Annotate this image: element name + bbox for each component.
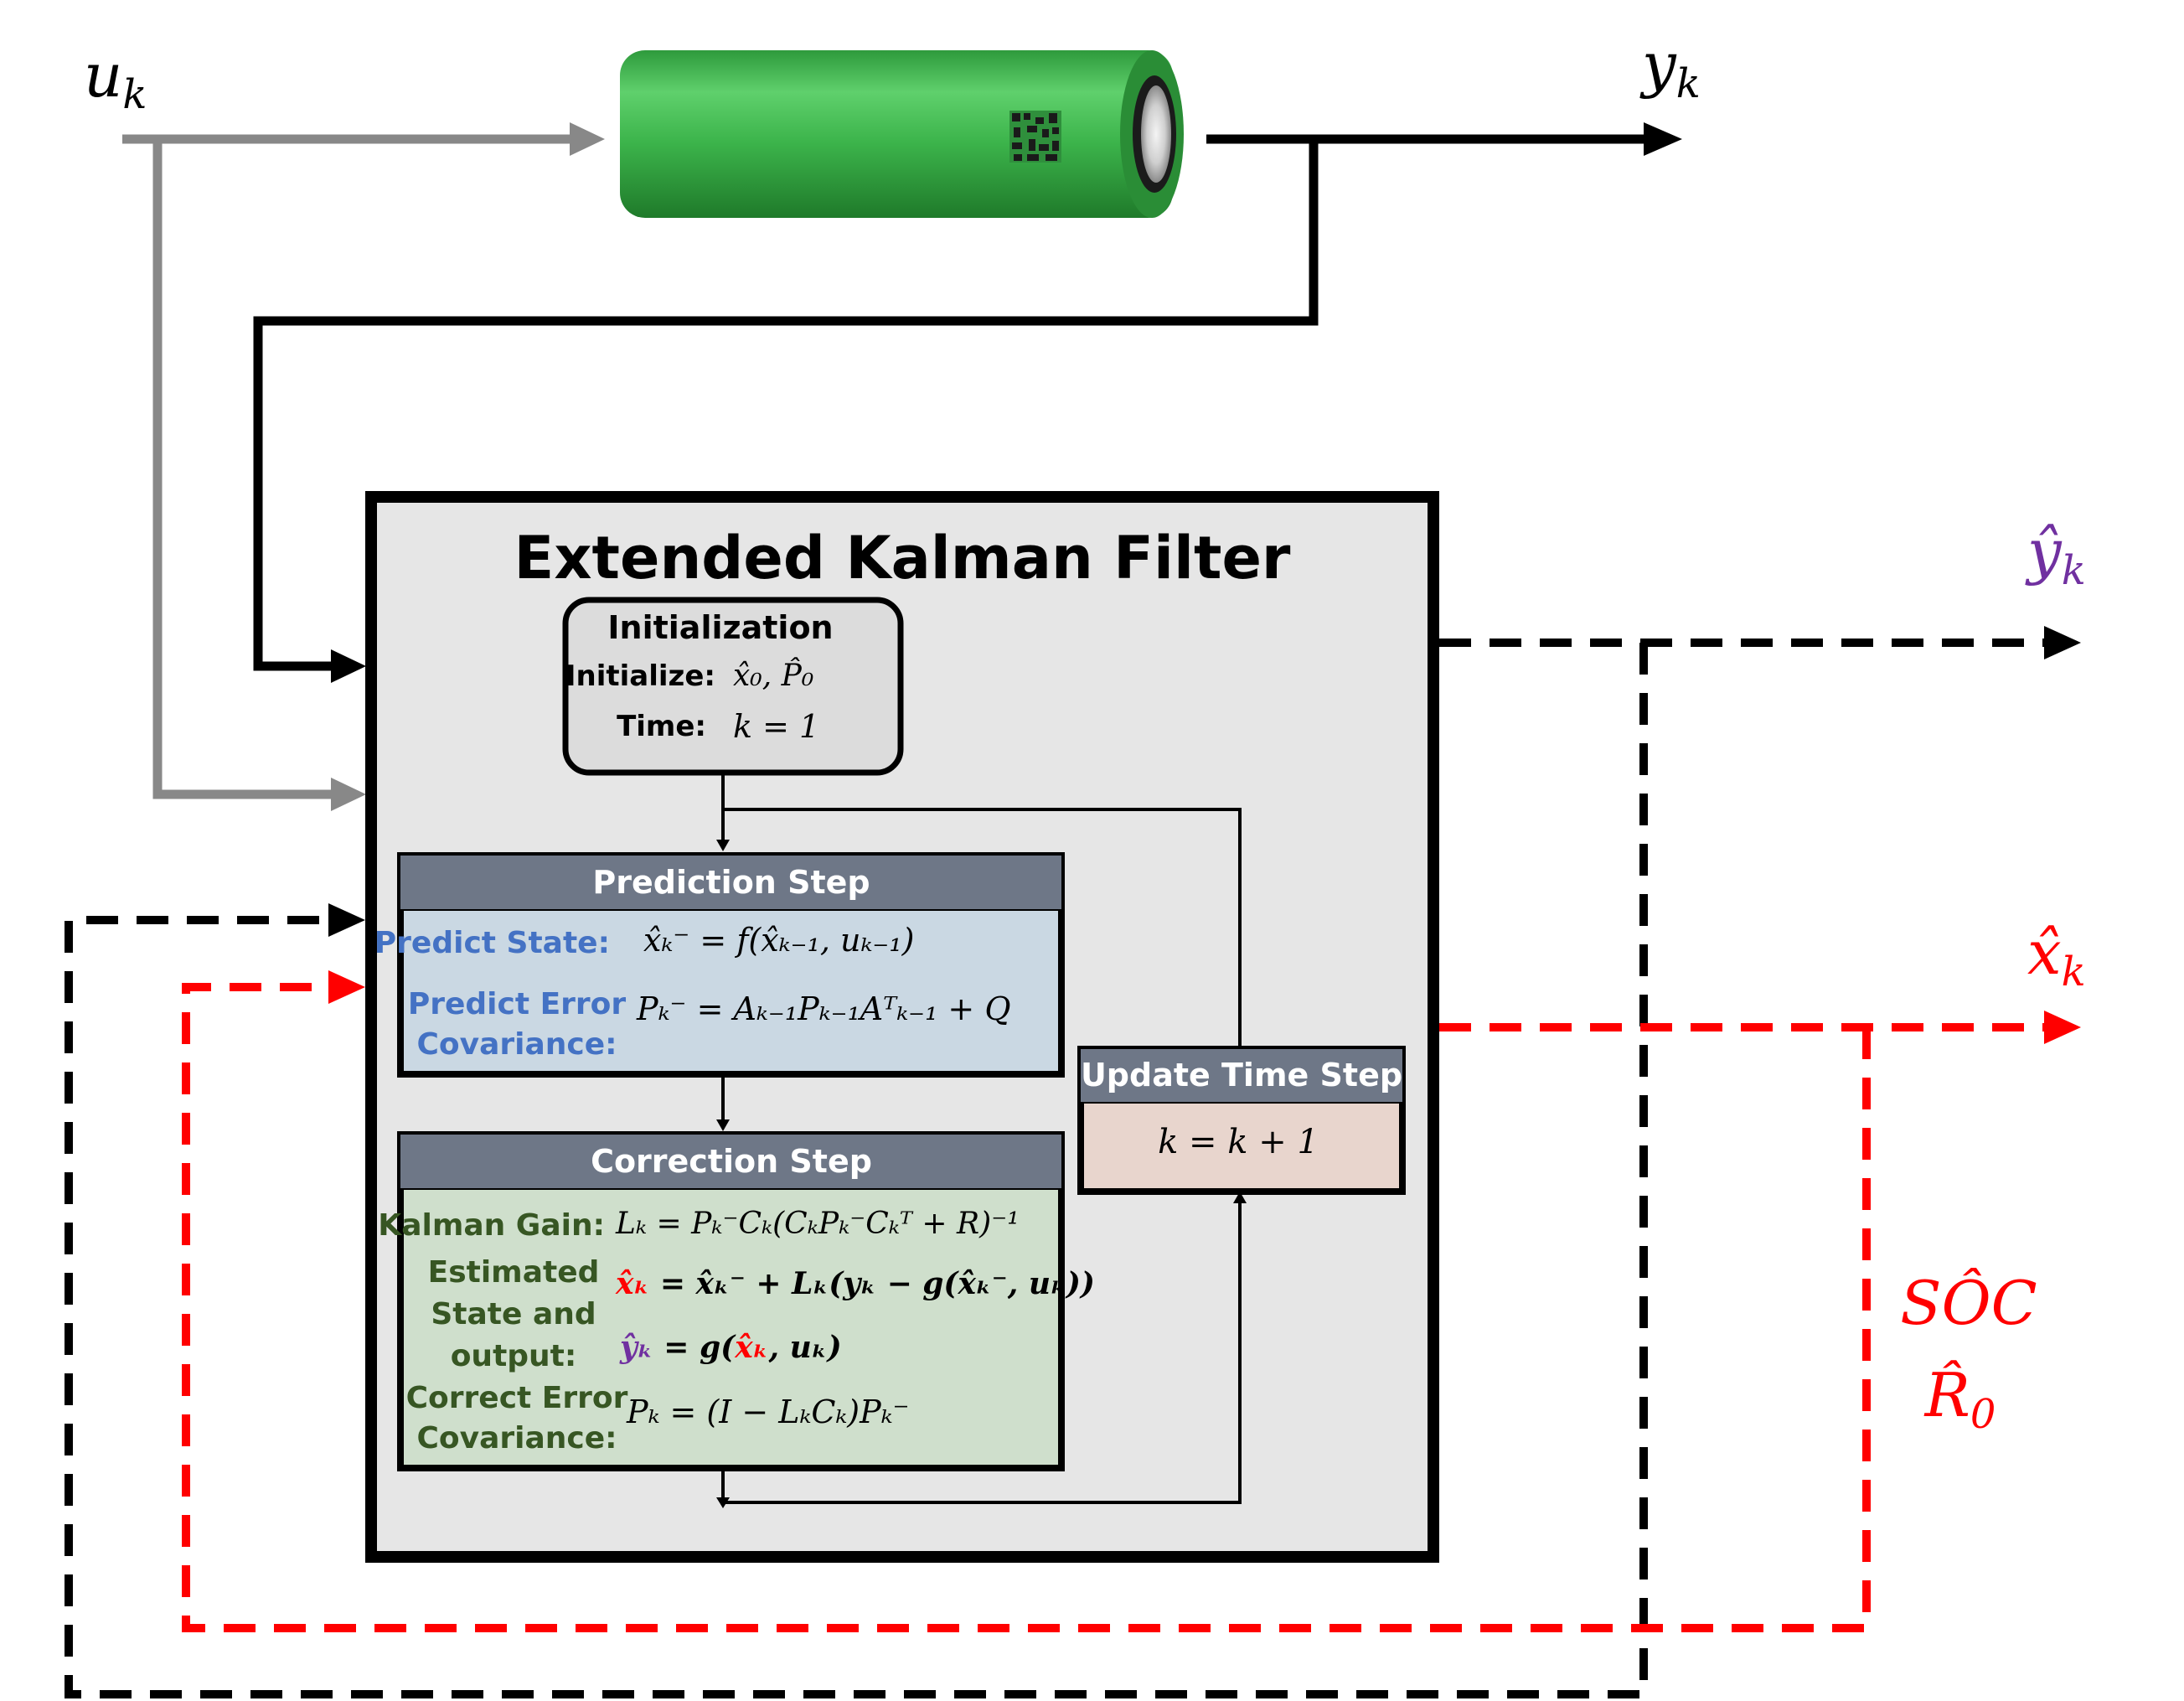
predict-cov-label-line1: Predict Error <box>408 987 627 1021</box>
battery-cell-image <box>620 50 1184 218</box>
input-to-battery-arrowhead <box>570 122 605 156</box>
estimated-state-loop <box>182 983 2044 1632</box>
datamatrix-code <box>1009 111 1061 163</box>
update-time-step-box: Update Time Step k = k + 1 <box>1077 1046 1406 1195</box>
measured-output-lines <box>253 122 1682 683</box>
initialize-value: x̂₀, P̂₀ <box>733 657 813 693</box>
estimated-output-label: ŷk <box>2025 516 2086 594</box>
initialization-title: Initialization <box>607 609 833 646</box>
estimated-state-label: x̂k <box>2027 918 2086 995</box>
estimated-label-line3: output: <box>451 1339 577 1373</box>
input-signal-lines <box>122 122 605 811</box>
internal-flow-lines <box>721 775 1242 1504</box>
state-update-equation: x̂ₖ = x̂ₖ⁻ + Lₖ(yₖ − g(x̂ₖ⁻, uₖ)) <box>615 1266 1095 1301</box>
kalman-gain-label: Kalman Gain: <box>378 1208 605 1243</box>
output-arrowhead <box>1644 122 1682 156</box>
est-state-arrowhead <box>2044 1011 2081 1044</box>
correction-step-header: Correction Step <box>591 1143 872 1180</box>
estimated-label-line1: Estimated <box>428 1255 600 1290</box>
correct-cov-label-line1: Correct Error <box>406 1381 628 1415</box>
estimated-label-line2: State and <box>431 1297 596 1331</box>
update-time-step-header: Update Time Step <box>1081 1057 1402 1094</box>
predict-state-label: Predict State: <box>374 926 610 960</box>
kalman-gain-equation: Lₖ = Pₖ⁻Cₖ(CₖPₖ⁻Cₖᵀ + R)⁻¹ <box>615 1207 1020 1241</box>
input-signal-label: uk <box>84 40 147 118</box>
prediction-step-box: Prediction Step Predict State: x̂ₖ⁻ = f(… <box>374 852 1065 1078</box>
est-output-arrowhead <box>2044 626 2081 659</box>
estimated-output-loop <box>65 639 2044 1698</box>
ekf-title: Extended Kalman Filter <box>514 524 1291 592</box>
correct-cov-label-line2: Covariance: <box>416 1421 617 1455</box>
input-to-ekf-line <box>152 139 339 799</box>
input-to-ekf-arrowhead <box>331 778 366 811</box>
predict-cov-label-line2: Covariance: <box>416 1027 617 1062</box>
time-value: k = 1 <box>733 708 819 745</box>
prediction-step-header: Prediction Step <box>592 864 870 901</box>
feedback-to-ekf-line <box>253 139 1319 671</box>
time-label: Time: <box>617 710 706 743</box>
correction-step-box: Correction Step Kalman Gain: Lₖ = Pₖ⁻Cₖ(… <box>378 1131 1095 1471</box>
output-update-equation: ŷₖ = g(x̂ₖ, uₖ) <box>619 1330 842 1365</box>
est-state-feedback-arrowhead <box>328 970 365 1004</box>
predict-cov-equation: Pₖ⁻ = Aₖ₋₁Pₖ₋₁Aᵀₖ₋₁ + Q <box>636 990 1011 1027</box>
feedback-arrowhead <box>331 649 366 683</box>
output-signal-label: yk <box>1639 29 1701 107</box>
update-time-step-equation: k = k + 1 <box>1158 1123 1319 1161</box>
flow-arrow-to-prediction <box>716 840 730 851</box>
est-output-feedback-arrowhead <box>328 903 365 937</box>
flow-arrow-to-correction <box>716 1119 730 1131</box>
initialization-box: Initialization Initialize: x̂₀, P̂₀ Time… <box>562 597 904 776</box>
flow-arrow-to-update <box>1233 1192 1247 1203</box>
flow-arrow-from-correction <box>716 1497 730 1508</box>
predict-state-equation: x̂ₖ⁻ = f(x̂ₖ₋₁, uₖ₋₁) <box>643 922 914 959</box>
initialize-label: Initialize: <box>565 659 715 693</box>
r0-estimate-label: R̂0 <box>1923 1359 1996 1438</box>
soc-estimate-label: SÔC <box>1900 1266 2037 1338</box>
correct-cov-equation: Pₖ = (I − LₖCₖ)Pₖ⁻ <box>626 1393 910 1430</box>
